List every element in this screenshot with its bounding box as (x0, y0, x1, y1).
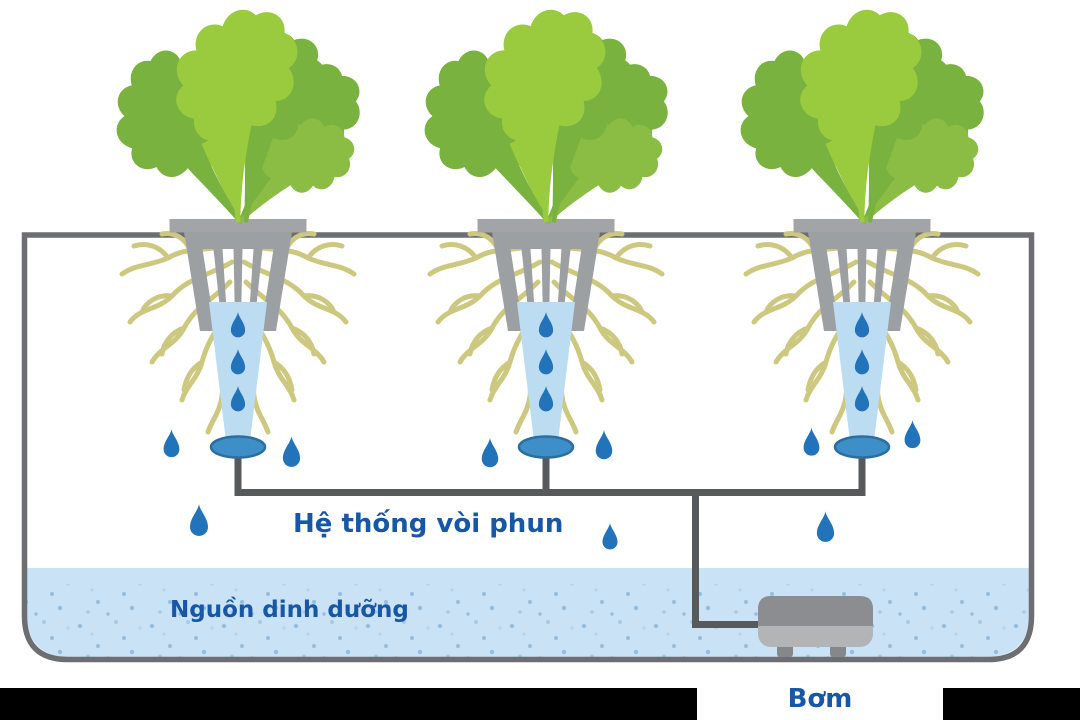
plant-unit-2 (398, 10, 684, 495)
droplet-icon (190, 504, 208, 536)
bottom-black-bar-right (943, 688, 1080, 720)
bottom-black-bar-left (0, 688, 697, 720)
spray-system-label: Hệ thống vòi phun (293, 509, 564, 539)
droplet-icon (481, 437, 499, 468)
reservoir-tank (21, 232, 1035, 663)
pump-pipe (692, 492, 760, 628)
droplet-icon (904, 420, 921, 449)
droplet-icon (163, 429, 180, 458)
plant-unit-3 (714, 10, 1000, 495)
droplet-icon (602, 522, 618, 550)
plant-unit-1 (90, 10, 376, 495)
droplet-icon (816, 511, 835, 542)
droplet-icon (803, 427, 820, 456)
pump (758, 596, 873, 657)
pump-label: Bơm (787, 684, 853, 714)
pump-top (758, 596, 873, 626)
droplet-icon (595, 429, 613, 460)
nutrient-source-label: Nguồn dinh dưỡng (170, 597, 409, 623)
droplet-icon (282, 436, 301, 467)
